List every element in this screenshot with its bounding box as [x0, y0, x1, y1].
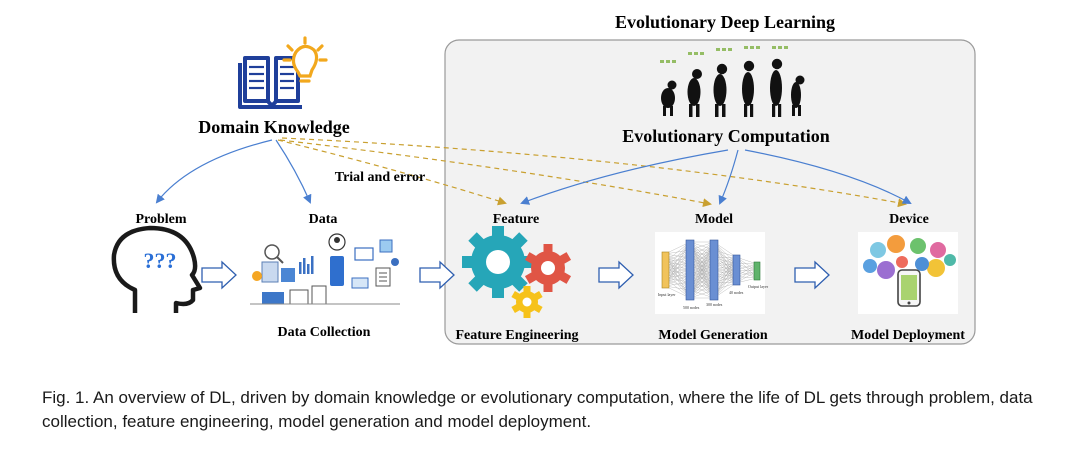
- dashed-arrow-dk-device: [281, 137, 907, 208]
- arrow-ec-device: [744, 149, 912, 204]
- flow-arrow-3: [598, 260, 634, 290]
- evolutionary-panel: [444, 39, 976, 345]
- book-bulb-icon: [238, 36, 328, 109]
- arrow-ec-model: [718, 149, 739, 205]
- data-collection-icon: [250, 232, 400, 312]
- stage-label-feature: Feature: [493, 212, 539, 227]
- neural-network-icon: Input layer 500 nodes 300 nodes 40 nodes…: [655, 232, 769, 314]
- flow-arrow-1: [201, 260, 237, 290]
- svg-text:???: ???: [144, 248, 177, 273]
- label-model-generation: Model Generation: [658, 328, 767, 343]
- domain-knowledge-label: Domain Knowledge: [198, 117, 350, 137]
- arrow-dk-data: [275, 139, 312, 204]
- device-cloud-phone-icon: [858, 232, 958, 314]
- evolutionary-computation-label: Evolutionary Computation: [622, 126, 830, 146]
- nn-40-label: 40 nodes: [729, 290, 744, 295]
- head-question-icon: ???: [111, 225, 203, 313]
- panel-title: Evolutionary Deep Learning: [615, 12, 835, 32]
- nn-500-label: 500 nodes: [683, 305, 700, 310]
- stage-label-problem: Problem: [135, 212, 186, 227]
- nn-input-layer-label: Input layer: [658, 292, 676, 297]
- flow-arrow-2: [419, 260, 455, 290]
- dashed-arrow-dk-model: [279, 139, 712, 208]
- stage-label-model: Model: [695, 212, 733, 227]
- nn-300-label: 300 nodes: [706, 302, 723, 307]
- label-model-deployment: Model Deployment: [851, 328, 965, 343]
- nn-output-label: Output layer: [748, 284, 769, 289]
- dashed-arrow-dk-feature: [277, 139, 507, 206]
- trial-and-error-label: Trial and error: [335, 170, 425, 185]
- arrow-ec-feature: [520, 149, 729, 205]
- figure-caption: Fig. 1. An overview of DL, driven by dom…: [42, 388, 1033, 431]
- flow-arrow-4: [794, 260, 830, 290]
- stage-label-data: Data: [309, 212, 338, 227]
- label-feature-engineering: Feature Engineering: [455, 328, 578, 343]
- arrow-dk-problem: [155, 139, 273, 204]
- evolution-silhouette-icon: [660, 46, 805, 117]
- label-data-collection: Data Collection: [278, 325, 371, 340]
- stage-label-device: Device: [889, 212, 929, 227]
